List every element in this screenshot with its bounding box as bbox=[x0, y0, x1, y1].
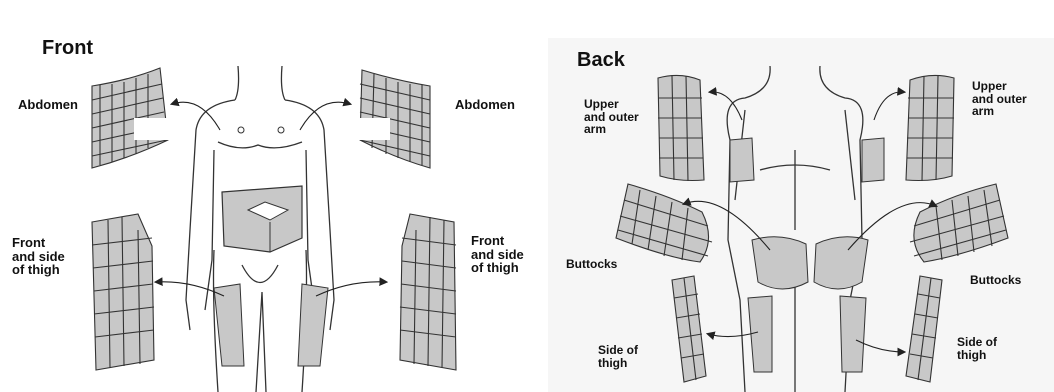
back-arm-grid-right bbox=[906, 75, 954, 181]
back-arm-grid-left bbox=[658, 75, 704, 181]
label-back-arm-left: Upper and outer arm bbox=[584, 98, 639, 136]
front-thigh-site-right bbox=[298, 284, 328, 366]
front-thigh-site-left bbox=[214, 284, 244, 366]
back-title: Back bbox=[577, 50, 625, 71]
label-abdomen-left: Abdomen bbox=[18, 98, 78, 112]
label-abdomen-right: Abdomen bbox=[455, 98, 515, 112]
label-buttocks-right: Buttocks bbox=[970, 274, 1021, 287]
label-front-thigh-right: Front and side of thigh bbox=[471, 234, 524, 275]
back-arm-site-right bbox=[862, 138, 884, 182]
front-abdomen-grid-right bbox=[354, 70, 430, 168]
front-thigh-grid-right bbox=[400, 214, 456, 370]
front-abdomen-grid-left bbox=[92, 68, 170, 168]
front-abdomen-site bbox=[222, 186, 302, 252]
back-buttock-site-right bbox=[814, 237, 868, 289]
front-nipple-left bbox=[238, 127, 244, 133]
label-back-thigh-right: Side of thigh bbox=[957, 336, 997, 361]
back-arm-site-left bbox=[730, 138, 754, 182]
label-back-arm-right: Upper and outer arm bbox=[972, 80, 1027, 118]
label-buttocks-left: Buttocks bbox=[566, 258, 617, 271]
front-thigh-grid-left bbox=[92, 214, 154, 370]
label-back-thigh-left: Side of thigh bbox=[598, 344, 638, 369]
back-thigh-site-right bbox=[840, 296, 866, 372]
back-buttock-site-left bbox=[752, 237, 808, 289]
front-title: Front bbox=[42, 38, 93, 59]
front-nipple-right bbox=[278, 127, 284, 133]
label-front-thigh-left: Front and side of thigh bbox=[12, 236, 65, 277]
